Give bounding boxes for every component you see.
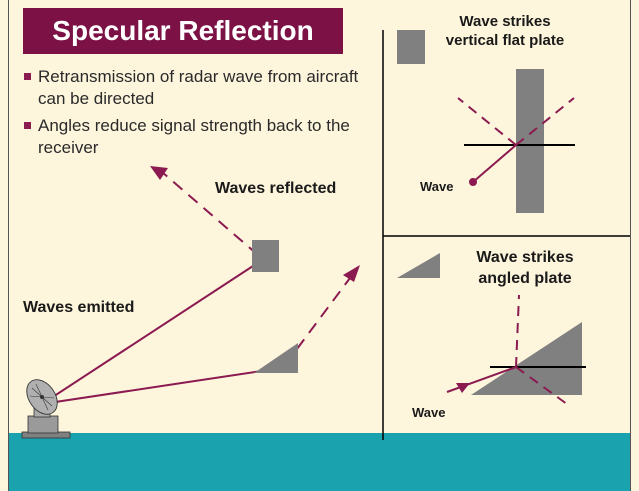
- angled-incident-arrowhead: [456, 383, 470, 393]
- angled-plate-title-line1: Wave strikes: [476, 249, 574, 266]
- bullet-item: Angles reduce signal strength back to th…: [22, 115, 362, 159]
- reflected-arrowhead-up: [343, 265, 360, 282]
- bullet-text: Retransmission of radar wave from aircra…: [38, 67, 359, 108]
- ground: [8, 433, 631, 491]
- angled-plate: [471, 322, 582, 395]
- flat-reflected-wave: [457, 97, 517, 146]
- angled-plate-title-line2: angled plate: [478, 270, 572, 287]
- angled-plate-icon: [397, 253, 440, 278]
- square-target: [252, 240, 279, 272]
- bullet-text: Angles reduce signal strength back to th…: [38, 116, 350, 157]
- flat-plate-title: Wave strikes vertical flat plate: [430, 12, 580, 50]
- flat-plate-title-line1: Wave strikes: [459, 13, 551, 30]
- emitted-wave-to-wedge: [41, 369, 269, 405]
- angled-transmitted-wave: [515, 366, 572, 408]
- frame-left-border: [8, 0, 9, 491]
- angled-plate-title: Wave strikes angled plate: [455, 247, 595, 289]
- reflected-wave-up: [284, 277, 351, 366]
- reflected-wave-back: [161, 171, 259, 256]
- emitted-wave-to-square: [41, 265, 254, 405]
- angled-reflected-wave: [515, 294, 520, 368]
- bullet-square-icon: [24, 122, 31, 129]
- label-waves-reflected: Waves reflected: [215, 180, 337, 197]
- flat-incident-wave: [472, 144, 517, 183]
- bullet-square-icon: [24, 73, 31, 80]
- flat-plate-icon: [397, 30, 425, 64]
- flat-transmitted-wave: [515, 97, 575, 146]
- frame-right-border: [630, 0, 631, 491]
- flat-plate-title-line2: vertical flat plate: [445, 32, 565, 49]
- radar-dish-icon: [21, 379, 71, 439]
- bullet-item: Retransmission of radar wave from aircra…: [22, 66, 362, 110]
- label-wave-angled: Wave: [412, 405, 446, 420]
- reflected-arrowhead-back: [150, 166, 168, 180]
- angled-incident-wave: [446, 366, 517, 393]
- wedge-target: [254, 343, 298, 373]
- bullet-list: Retransmission of radar wave from aircra…: [22, 66, 362, 164]
- flat-incident-dot: [469, 178, 477, 186]
- label-waves-emitted: Waves emitted: [23, 299, 135, 316]
- page-title: Specular Reflection: [23, 8, 343, 54]
- label-wave-flat: Wave: [420, 179, 454, 194]
